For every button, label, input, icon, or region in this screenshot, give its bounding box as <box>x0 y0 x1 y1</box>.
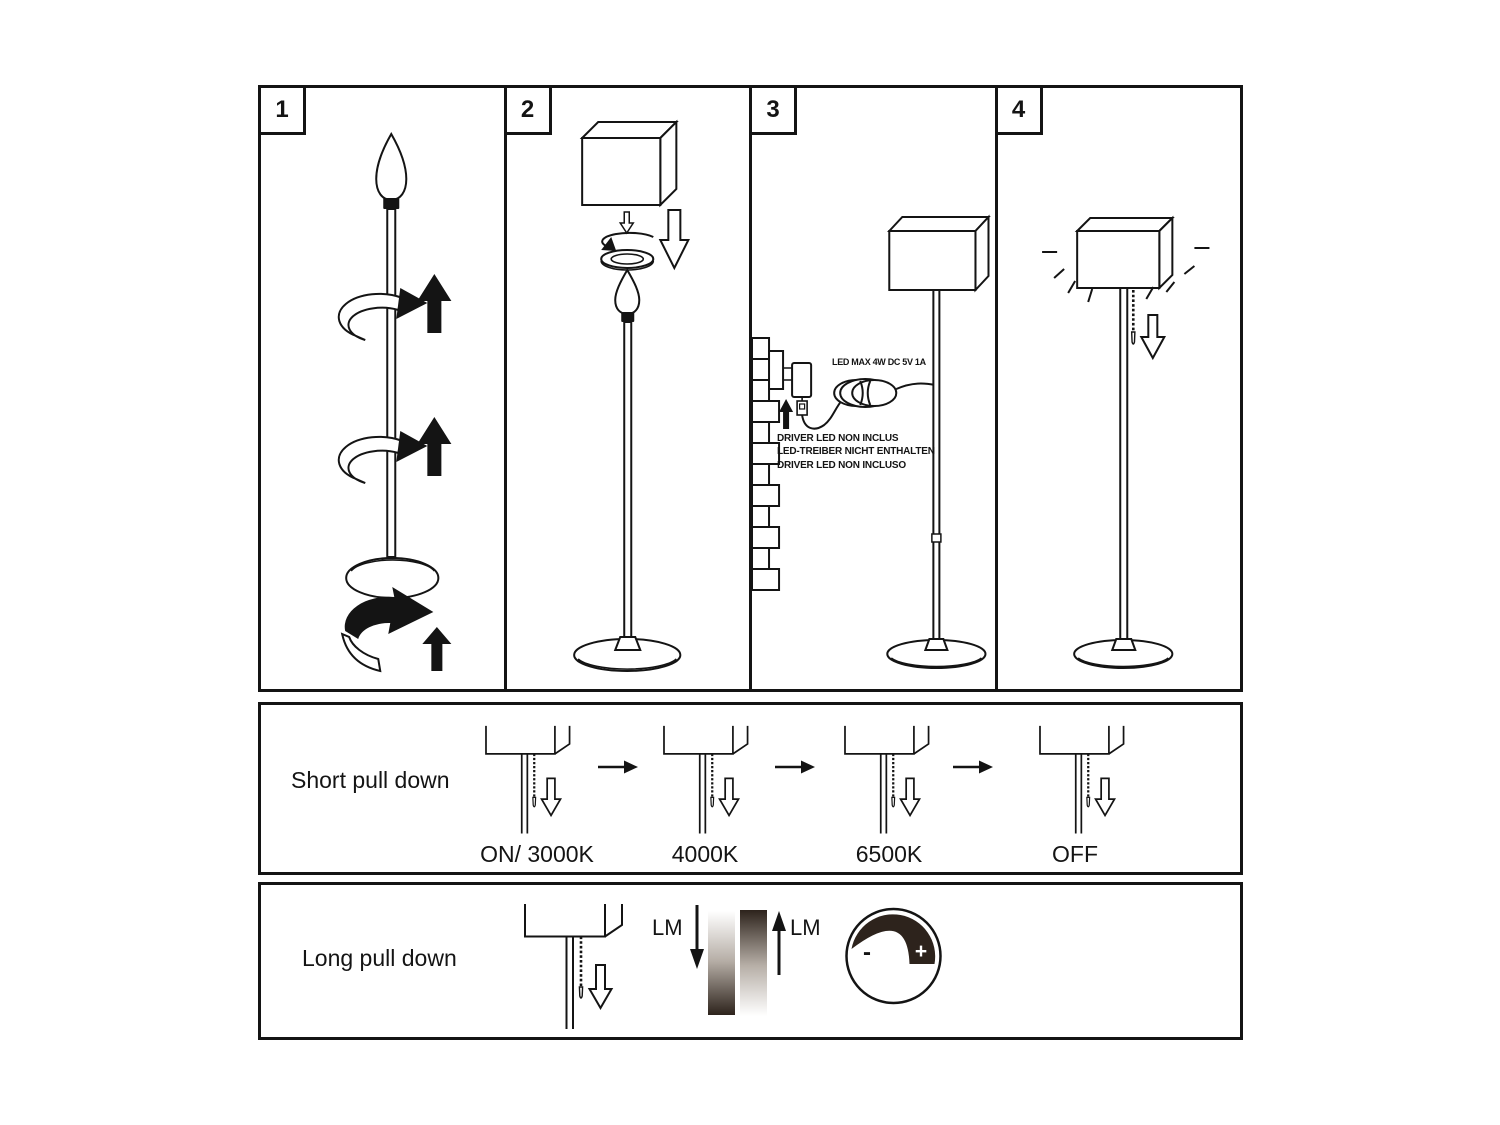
dial-minus-label: - <box>863 939 871 966</box>
step-panel-1: 1 <box>261 88 507 689</box>
dial-intensity-band <box>851 914 936 964</box>
up-arrow-3 <box>422 627 452 671</box>
step-number-4: 4 <box>997 88 1043 135</box>
lumen-increase-label: LM <box>790 915 821 940</box>
power-spec-label: LED MAX 4W DC 5V 1A <box>832 357 926 367</box>
pull-cord-long-illustration <box>523 903 628 1033</box>
power-connection-illustration <box>752 214 991 669</box>
driver-not-included-notes: DRIVER LED NON INCLUS LED-TREIBER NICHT … <box>777 432 935 472</box>
note-line-de: LED-TREIBER NICHT ENTHALTEN <box>777 446 935 458</box>
step-label-6500k: 6500K <box>855 841 923 867</box>
lamp-base-disc <box>345 557 440 599</box>
lamp-pole <box>386 208 397 558</box>
dim-up-gradient-bar <box>740 910 767 1016</box>
step-number-1: 1 <box>261 88 306 135</box>
light-rays-icon <box>1041 247 1209 303</box>
lamp-shade-box-icon <box>579 119 679 208</box>
pull-cord-step-2-illustration <box>655 725 760 837</box>
power-adapter-icon <box>783 362 813 416</box>
pull-cord-step-4-illustration <box>1031 725 1136 837</box>
twist-rotation-arrow <box>600 231 654 251</box>
candle-bulb-icon <box>375 131 408 209</box>
lamp-with-shade <box>886 214 991 669</box>
lamp-on-illustration <box>1041 215 1209 669</box>
screw-rotation-arrow-2 <box>337 431 428 484</box>
long-pull-section: Long pull down LM LM - + <box>258 882 1243 1040</box>
lumen-down-arrow-icon <box>690 905 704 969</box>
note-line-it: DRIVER LED NON INCLUSO <box>777 459 906 471</box>
assembly-steps-row: 1 <box>258 85 1243 692</box>
next-step-arrow-icon <box>775 759 815 775</box>
plug-up-arrow <box>779 399 794 429</box>
pull-cord-step-3-illustration <box>836 725 941 837</box>
screw-rotation-arrow-1 <box>337 288 428 341</box>
lamp-pole <box>622 321 632 639</box>
step-label-off: OFF <box>1052 841 1098 867</box>
candle-bulb-icon <box>613 268 640 322</box>
wall-socket-plate <box>768 350 785 390</box>
retaining-ring-icon <box>599 249 654 271</box>
pull-cord-icon <box>1130 290 1136 345</box>
lumen-decrease-label: LM <box>652 915 683 940</box>
dim-down-gradient-bar <box>708 911 735 1015</box>
step-panel-4: 4 <box>997 88 1241 689</box>
cable-to-pole <box>895 382 936 390</box>
lamp-base-disc <box>572 636 681 672</box>
shade-mounting-illustration <box>572 119 690 672</box>
up-arrow-1 <box>417 274 452 333</box>
small-down-arrow <box>618 211 635 235</box>
step-label-on-3000k: ON/ 3000K <box>480 841 594 867</box>
short-pull-section: Short pull down ON/ 3000K 4000K 6500K OF… <box>258 702 1243 875</box>
coiled-cable-icon <box>833 378 898 408</box>
step-panel-3: 3 <box>752 88 998 689</box>
next-step-arrow-icon <box>953 759 993 775</box>
cable-curve <box>801 399 843 430</box>
step-number-2: 2 <box>506 88 552 135</box>
next-step-arrow-icon <box>598 759 638 775</box>
lamp-with-shade <box>1072 215 1175 669</box>
up-arrow-2 <box>417 417 452 476</box>
dimmer-dial-icon: - + <box>845 907 942 1005</box>
pole-assembly-illustration <box>337 131 452 673</box>
dial-plus-label: + <box>915 940 927 963</box>
short-pull-title: Short pull down <box>291 767 450 793</box>
lumen-up-arrow-icon <box>772 911 786 975</box>
down-arrow-hollow <box>658 209 690 271</box>
note-line-fr: DRIVER LED NON INCLUS <box>777 433 899 444</box>
step-label-4000k: 4000K <box>671 841 739 867</box>
sheet-content: 1 <box>258 85 1243 1043</box>
step-number-3: 3 <box>752 88 797 135</box>
pull-down-arrow <box>1139 314 1166 361</box>
pull-cord-step-1-illustration <box>477 725 582 837</box>
step-panel-2: 2 <box>506 88 752 689</box>
base-rotation-arrow <box>340 587 434 673</box>
long-pull-title: Long pull down <box>302 945 457 971</box>
